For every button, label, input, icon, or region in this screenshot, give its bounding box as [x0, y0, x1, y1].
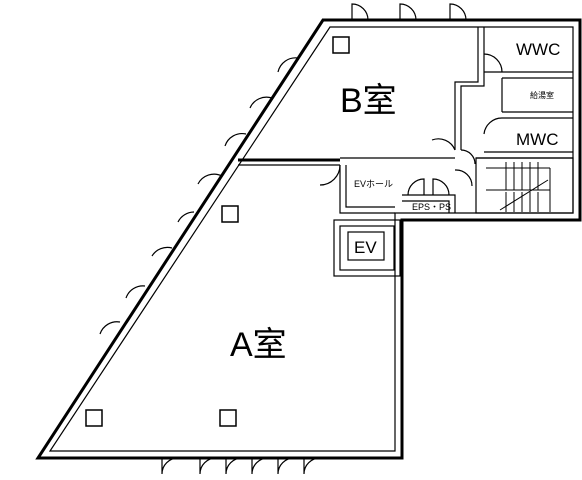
top-windows: [351, 3, 467, 21]
elevator-shaft: [333, 219, 401, 277]
stair: [475, 157, 574, 214]
wwc-label: WWC: [516, 40, 560, 59]
slanted-wall-windows: [99, 57, 299, 335]
ev-label: EV: [354, 238, 377, 257]
eps-ps-label: EPS・PS: [412, 202, 451, 212]
column: [221, 205, 239, 223]
ev-hall-label: EVホール: [354, 179, 393, 189]
partition-a-b: [238, 158, 340, 166]
column: [85, 409, 103, 427]
bottom-windows: [161, 457, 321, 475]
room-b-label: B室: [340, 82, 397, 120]
interior-doors: [319, 53, 503, 196]
room-b-right-wall: [454, 27, 485, 150]
ev-hall-walls: [339, 157, 456, 214]
column: [219, 409, 237, 427]
outer-walls: [35, 18, 582, 460]
kyutoshitsu-label: 給湯室: [530, 90, 554, 100]
mwc-label: MWC: [516, 130, 558, 149]
columns: [85, 36, 350, 427]
column: [332, 36, 350, 54]
room-a-label: A室: [230, 326, 287, 364]
